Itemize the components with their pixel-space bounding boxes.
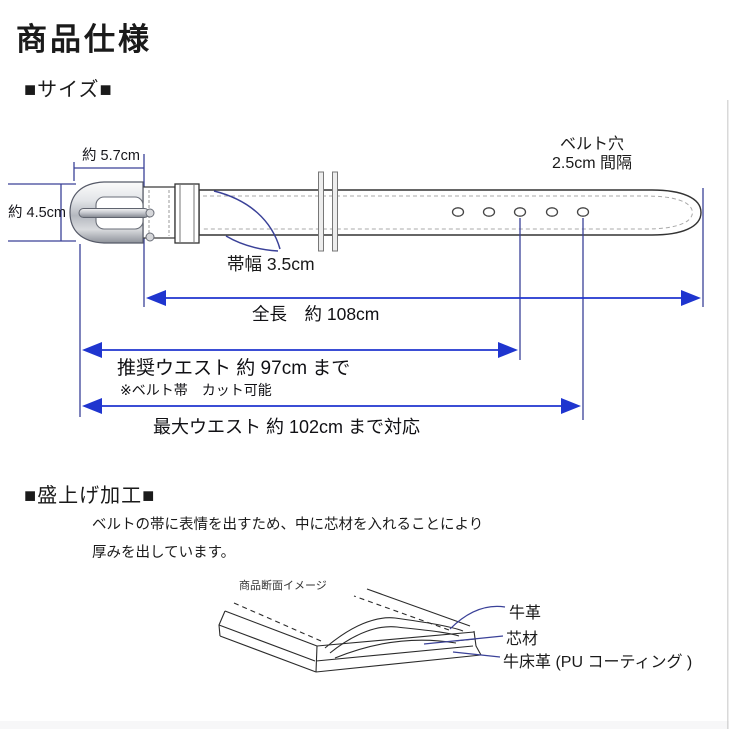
layer-label-core: 芯材 [506,631,539,648]
total-length-label: 全長 約 108cm [252,304,380,324]
buckle-pin [145,232,155,242]
belt-holes [451,207,590,217]
process-description: ベルトの帯に表情を出すため、中に芯材を入れることにより 厚みを出しています。 [92,511,483,567]
total-length-arrow [146,290,701,306]
dim-buckle-height-lines [8,183,76,242]
strap-width-pointer [213,190,281,252]
buckle-height-label: 約 4.5cm [8,205,67,221]
belt-holes-label: ベルト穴 2.5cm 間隔 [527,135,657,173]
buckle-prong [78,208,150,218]
belt-holes-label-line1: ベルト穴 [559,136,624,153]
belt-holes-label-line2: 2.5cm 間隔 [551,155,633,172]
recommended-waist-arrow [82,342,518,358]
strap-stitching [203,195,694,230]
cut-note-label: ※ベルト帯 カット可能 [120,382,272,398]
buckle-width-label: 約 5.7cm [82,148,141,164]
buckle [69,181,155,244]
sketch-core-arc [334,639,457,659]
belt-hole [545,207,559,217]
photo-bottom-strip [0,721,729,729]
leader-cowhide [449,605,506,630]
page-title: 商品仕様 [16,22,152,57]
leader-core [423,635,504,645]
sketch-top-leather-arc [324,617,464,649]
layer-label-leaders [423,605,506,658]
recommended-waist-label: 推奨ウエスト 約 97cm まで [117,358,351,379]
cross-section-caption: 商品断面イメージ [239,580,327,592]
layer-label-split-leather: 牛床革 (PU コーティング ) [503,654,693,671]
belt-hole [482,207,496,217]
belt-keeper-free [318,171,338,252]
photo-right-edge [727,100,729,729]
measure-guides [79,188,704,420]
belt-keeper-fixed [174,183,200,244]
leader-split-leather [452,651,501,658]
process-description-line1: ベルトの帯に表情を出すため、中に芯材を入れることにより [92,517,484,533]
belt-hole [513,207,527,217]
belt-hole [451,207,465,217]
prong-tip [145,208,155,218]
strap-width-label: 帯幅 3.5cm [227,254,315,274]
sketch-top-leather-inner [329,626,460,654]
cross-section-sketch [218,588,482,673]
belt-strap [198,189,702,236]
process-section-heading: ■盛上げ加工■ [24,485,156,507]
belt-hole [576,207,590,217]
layer-label-cowhide: 牛革 [509,605,542,622]
size-section-heading: ■サイズ■ [24,79,113,101]
max-waist-label: 最大ウエスト 約 102cm まで対応 [153,417,421,437]
process-description-line2: 厚みを出しています。 [92,545,236,561]
max-waist-arrow [82,398,581,414]
